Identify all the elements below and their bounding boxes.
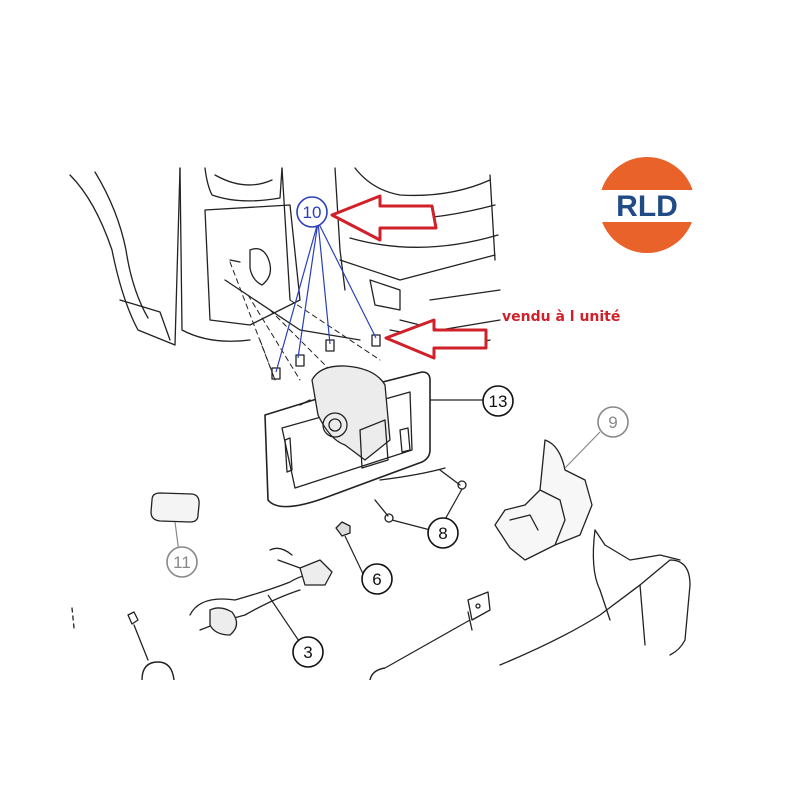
callout-3: 3	[292, 636, 324, 668]
callout-10: 10	[296, 196, 328, 228]
callout-13: 13	[482, 385, 514, 417]
rld-logo: RLD	[596, 157, 699, 253]
small-nut	[127, 611, 149, 661]
highlight-arrows	[330, 194, 488, 360]
callout-11: 11	[166, 546, 198, 578]
nut	[335, 521, 351, 537]
callout-label: 13	[489, 392, 508, 411]
callout-label: 11	[173, 553, 191, 572]
logo-text: RLD	[616, 190, 678, 223]
callout-label: 6	[372, 570, 381, 589]
callout-9: 9	[597, 406, 629, 438]
rear-bumper	[499, 529, 691, 666]
clip-nuts	[271, 334, 381, 380]
plug-cap	[150, 492, 200, 523]
callout-circle	[296, 196, 328, 228]
cargo-floor	[334, 167, 501, 346]
red-arrow-middle	[384, 318, 488, 360]
callout-circle	[361, 563, 393, 595]
callout-label: 9	[608, 413, 617, 432]
callout-circle	[427, 517, 459, 549]
body-panel	[204, 204, 361, 341]
callout-label: 10	[303, 203, 322, 222]
dashed-edge	[71, 607, 75, 629]
red-arrow-top	[330, 194, 438, 242]
wiring-harness	[189, 547, 333, 636]
callout-circle	[292, 636, 324, 668]
bolts	[374, 469, 467, 523]
callout-circle	[597, 406, 629, 438]
sold-individually-note: vendu à l unité	[502, 309, 621, 325]
partial-callouts	[141, 619, 471, 681]
callout-8: 8	[427, 517, 459, 549]
callout-circle	[482, 385, 514, 417]
callout-circle	[166, 546, 198, 578]
fender-outline	[69, 167, 251, 346]
license-plate-bracket	[264, 365, 446, 508]
tab-plate	[467, 591, 491, 631]
callout-label: 3	[303, 643, 312, 662]
tail-lamp-housing	[204, 167, 291, 301]
callout-6: 6	[361, 563, 393, 595]
assembly-lines	[229, 261, 381, 381]
mounting-bracket	[494, 439, 593, 561]
callout-label: 8	[438, 524, 447, 543]
